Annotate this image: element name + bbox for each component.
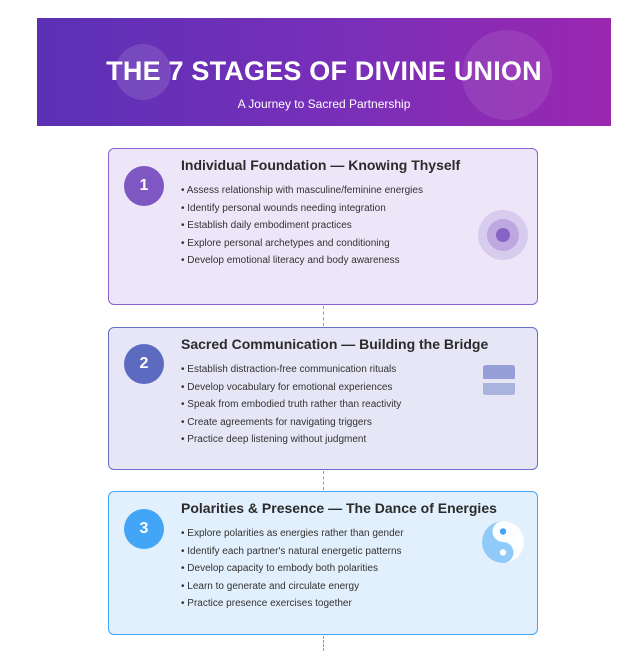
list-item: Establish daily embodiment practices <box>181 217 423 235</box>
stage-title: Polarities & Presence — The Dance of Ene… <box>181 500 497 516</box>
list-item: Practice deep listening without judgment <box>181 431 401 449</box>
stage-practice-list: Explore polarities as energies rather th… <box>181 525 404 613</box>
dashed-connector <box>323 471 324 490</box>
decorative-circle <box>462 30 552 120</box>
speech-bubbles-icon <box>479 364 519 403</box>
list-item: Speak from embodied truth rather than re… <box>181 396 401 414</box>
yin-yang-icon <box>481 520 525 569</box>
list-item: Assess relationship with masculine/femin… <box>181 182 423 200</box>
stage-card-1: 1 Individual Foundation — Knowing Thysel… <box>108 148 538 305</box>
list-item: Establish distraction-free communication… <box>181 361 401 379</box>
page-subtitle: A Journey to Sacred Partnership <box>237 97 411 111</box>
list-item: Develop emotional literacy and body awar… <box>181 252 423 270</box>
dashed-connector <box>323 636 324 651</box>
concentric-circle-icon <box>477 209 529 266</box>
list-item: Practice presence exercises together <box>181 595 404 613</box>
stage-card-3: 3 Polarities & Presence — The Dance of E… <box>108 491 538 635</box>
decorative-circle <box>115 44 171 100</box>
stage-practice-list: Establish distraction-free communication… <box>181 361 401 449</box>
stage-number-badge: 2 <box>124 344 164 384</box>
list-item: Explore personal archetypes and conditio… <box>181 235 423 253</box>
dashed-connector <box>323 306 324 326</box>
list-item: Identify each partner's natural energeti… <box>181 543 404 561</box>
page-title: THE 7 STAGES OF DIVINE UNION <box>106 56 542 86</box>
list-item: Create agreements for navigating trigger… <box>181 414 401 432</box>
list-item: Develop vocabulary for emotional experie… <box>181 379 401 397</box>
list-item: Learn to generate and circulate energy <box>181 578 404 596</box>
stage-title: Individual Foundation — Knowing Thyself <box>181 157 461 173</box>
stage-title: Sacred Communication — Building the Brid… <box>181 336 489 352</box>
stage-number-badge: 1 <box>124 166 164 206</box>
stage-card-2: 2 Sacred Communication — Building the Br… <box>108 327 538 470</box>
list-item: Develop capacity to embody both polariti… <box>181 560 404 578</box>
list-item: Identify personal wounds needing integra… <box>181 200 423 218</box>
header-banner: THE 7 STAGES OF DIVINE UNION A Journey t… <box>37 18 611 126</box>
stage-practice-list: Assess relationship with masculine/femin… <box>181 182 423 270</box>
list-item: Explore polarities as energies rather th… <box>181 525 403 543</box>
stage-number-badge: 3 <box>124 509 164 549</box>
